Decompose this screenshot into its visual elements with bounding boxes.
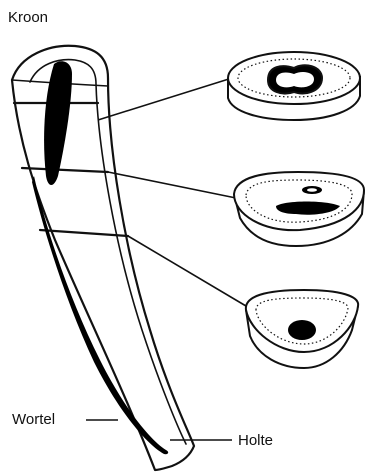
label-root: Wortel [12, 411, 55, 428]
cross-section-root [246, 290, 358, 368]
tooth-outer-outline [12, 46, 194, 470]
cross-section-crown [228, 52, 360, 120]
label-crown: Kroon [8, 9, 48, 26]
connector-top [98, 78, 232, 120]
connector-lines [98, 78, 246, 306]
section-line-mid-tooth [22, 168, 108, 172]
connector-mid [108, 172, 236, 198]
cs2-pulp-horn-inner [307, 188, 317, 192]
cs3-pulp [288, 320, 316, 340]
pulp-crown [44, 61, 72, 185]
connector-low [128, 236, 246, 306]
cs1-pulp-inner [276, 72, 314, 87]
pulp-cavity [32, 61, 168, 454]
tooth-longitudinal-section [12, 46, 194, 470]
label-cavity: Holte [238, 432, 273, 449]
cross-section-middle [234, 172, 364, 246]
